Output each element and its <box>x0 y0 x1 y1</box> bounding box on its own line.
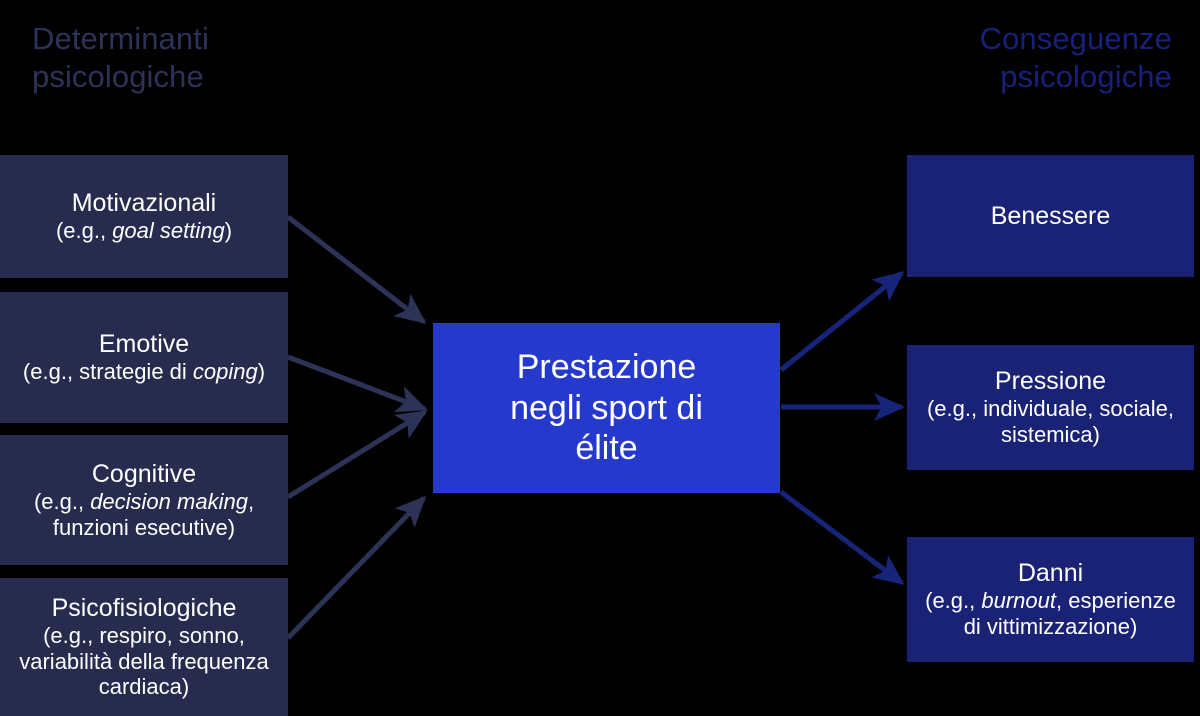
determinant-box-emotive[interactable]: Emotive (e.g., strategie di coping) <box>0 292 288 423</box>
consequence-title: Pressione <box>994 367 1107 396</box>
determinant-arrows <box>286 215 428 640</box>
arrow-cognitive-to-center <box>286 409 428 500</box>
determinant-subtitle: (e.g., strategie di coping) <box>22 359 266 385</box>
center-box-prestazione[interactable]: Prestazione negli sport di élite <box>433 323 780 493</box>
consequence-subtitle: (e.g., burnout, esperienze di vittimizza… <box>925 588 1176 639</box>
arrow-center-to-danni <box>779 490 905 585</box>
center-box-title: Prestazione negli sport di élite <box>510 347 703 468</box>
arrow-center-to-benessere <box>779 271 905 372</box>
arrow-motivazionali-to-center <box>286 215 427 324</box>
determinant-box-motivazionali[interactable]: Motivazionali (e.g., goal setting) <box>0 155 288 278</box>
right-column-header: Conseguenze psicologiche <box>979 21 1172 94</box>
determinant-box-cognitive[interactable]: Cognitive (e.g., decision making, funzio… <box>0 435 288 565</box>
consequence-subtitle: (e.g., individuale, sociale, sistemica) <box>926 396 1175 447</box>
consequence-title: Benessere <box>990 201 1111 230</box>
determinant-title: Emotive <box>98 330 190 359</box>
arrow-psicofisiologiche-to-center <box>286 495 427 640</box>
determinant-title: Motivazionali <box>71 189 217 218</box>
determinant-box-psicofisiologiche[interactable]: Psicofisiologiche (e.g., respiro, sonno,… <box>0 578 288 716</box>
consequence-arrows <box>779 271 906 585</box>
determinant-subtitle: (e.g., goal setting) <box>55 218 233 244</box>
arrow-emotive-to-center <box>287 354 428 413</box>
determinant-subtitle: (e.g., respiro, sonno, variabilità della… <box>19 622 269 700</box>
consequence-box-pressione[interactable]: Pressione (e.g., individuale, sociale, s… <box>907 345 1194 470</box>
determinant-subtitle: (e.g., decision making, funzioni esecuti… <box>33 488 255 540</box>
consequence-box-danni[interactable]: Danni (e.g., burnout, esperienze di vitt… <box>907 537 1194 662</box>
determinant-title: Cognitive <box>91 459 197 488</box>
consequence-title: Danni <box>1017 559 1084 588</box>
determinant-title: Psicofisiologiche <box>51 593 237 622</box>
left-column-header: Determinanti psicologiche <box>32 21 209 94</box>
consequence-box-benessere[interactable]: Benessere <box>907 155 1194 277</box>
